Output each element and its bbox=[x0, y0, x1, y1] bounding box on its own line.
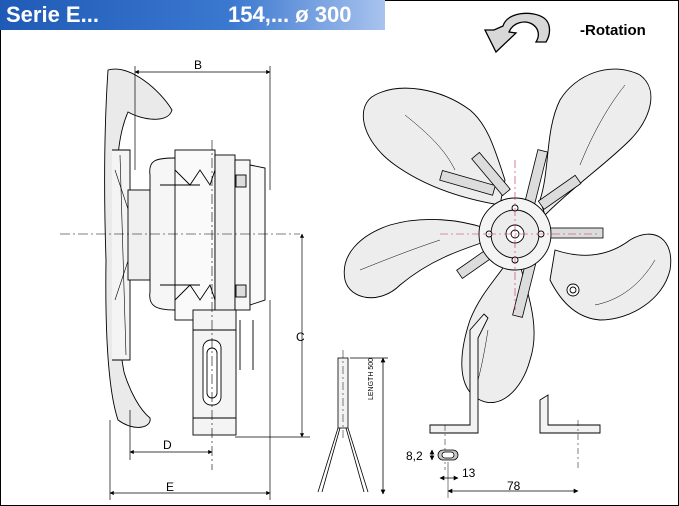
slot-height-label: 8,2 bbox=[406, 449, 423, 463]
blade-top-right bbox=[539, 68, 652, 216]
front-view bbox=[343, 68, 672, 404]
dimension-d: D bbox=[163, 438, 172, 452]
blade-bottom bbox=[461, 264, 535, 404]
blade-left bbox=[343, 218, 491, 299]
slot-width-label: 13 bbox=[462, 466, 476, 480]
cable-length-label: LENGTH 500 bbox=[368, 357, 375, 400]
slot-detail bbox=[429, 449, 579, 498]
side-blade bbox=[104, 68, 173, 428]
cable-detail bbox=[317, 350, 388, 495]
title-bar: Serie E... 154,... ø 300 bbox=[0, 0, 385, 30]
counterclockwise-arrow-icon bbox=[483, 12, 551, 54]
side-view bbox=[60, 68, 300, 470]
dimension-b: B bbox=[194, 58, 203, 72]
series-label: Serie E... bbox=[6, 2, 99, 27]
side-dimensions bbox=[109, 66, 310, 500]
dimension-e: E bbox=[166, 480, 175, 494]
bracket-offset-label: 78 bbox=[507, 479, 521, 493]
rotation-label: -Rotation bbox=[580, 22, 646, 39]
blade-top-left bbox=[362, 87, 506, 206]
blade-right bbox=[549, 233, 672, 321]
size-label: 154,... ø 300 bbox=[228, 2, 352, 27]
dimension-c: C bbox=[296, 330, 305, 344]
mounting-brackets bbox=[429, 313, 601, 470]
